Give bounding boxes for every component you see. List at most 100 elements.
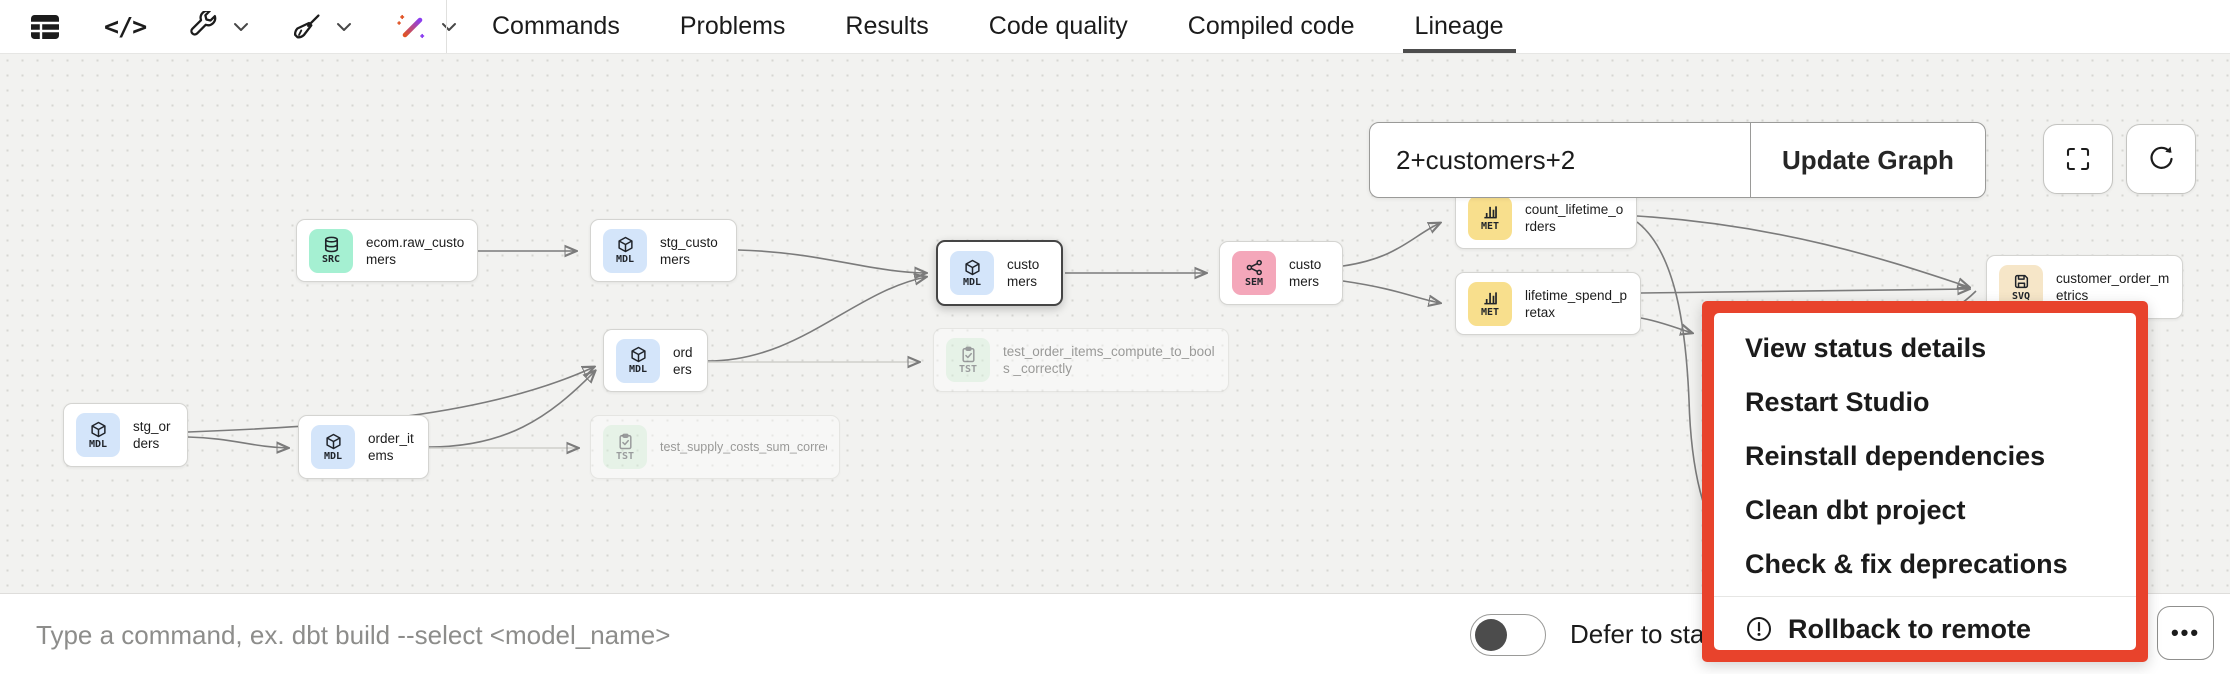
- database-icon: [324, 236, 338, 253]
- command-input[interactable]: [34, 594, 1338, 674]
- model-badge: MDL: [616, 338, 660, 383]
- refresh-button[interactable]: [2126, 124, 2196, 194]
- badge-label: SVQ: [2011, 290, 2031, 302]
- lineage-node-stg-orders[interactable]: MDL stg_orders: [63, 403, 188, 467]
- node-label: lifetime_spend_pretax: [1525, 287, 1628, 320]
- chevron-down-icon: [442, 22, 457, 31]
- lineage-node-orders[interactable]: MDL orders: [603, 329, 708, 392]
- defer-toggle[interactable]: [1470, 614, 1546, 656]
- node-label: test_order_items_compute_to_bools _corre…: [1003, 344, 1215, 376]
- share-nodes-icon: [1246, 259, 1262, 275]
- lineage-node-customers-semantic[interactable]: SEM customers: [1219, 241, 1343, 305]
- ai-assist-button[interactable]: [394, 10, 457, 44]
- tab-code-quality[interactable]: Code quality: [988, 12, 1128, 40]
- chevron-down-icon: [337, 22, 352, 31]
- warning-icon: [1747, 617, 1771, 641]
- bar-chart-icon: [1483, 206, 1497, 219]
- floppy-disk-icon: [2014, 274, 2028, 288]
- defer-toggle-label: Defer to sta: [1570, 618, 1705, 649]
- node-label: stg_customers: [660, 234, 718, 267]
- cube-icon: [630, 346, 646, 363]
- badge-label: MDL: [628, 364, 648, 375]
- badge-label: MDL: [323, 450, 343, 462]
- toolbar-icon-group: </>: [0, 0, 457, 53]
- node-label: count_lifetime_orders: [1525, 201, 1624, 234]
- status-menu-highlight: View status details Restart Studio Reins…: [1702, 301, 2148, 662]
- lineage-node-ecom-raw-customers[interactable]: SRC ecom.raw_customers: [296, 219, 478, 282]
- badge-label: MDL: [962, 276, 982, 288]
- lineage-node-order-items[interactable]: MDL order_items: [298, 415, 429, 479]
- tab-problems[interactable]: Problems: [679, 12, 786, 40]
- model-badge: MDL: [76, 413, 120, 457]
- magic-wand-icon: [397, 14, 425, 38]
- lineage-node-customers-model[interactable]: MDL customers: [936, 240, 1063, 306]
- ellipsis-icon: •••: [2170, 620, 2201, 645]
- badge-label: MET: [1480, 307, 1500, 318]
- badge-label: MDL: [88, 438, 108, 450]
- clipboard-check-icon: [961, 346, 975, 362]
- menu-item-clean-dbt-project[interactable]: Clean dbt project: [1745, 494, 1966, 525]
- model-badge: MDL: [311, 425, 355, 469]
- tab-lineage[interactable]: Lineage: [1402, 0, 1516, 53]
- node-label: stg_orders: [133, 419, 171, 451]
- node-label: customers: [1007, 257, 1040, 289]
- update-graph-button[interactable]: Update Graph: [1750, 123, 1985, 197]
- top-toolbar: </>: [0, 0, 2230, 54]
- lineage-node-test-supply-costs-sum-correctly[interactable]: TST test_supply_costs_sum_correctly: [590, 415, 840, 479]
- panel-tabs: Commands Problems Results Code quality C…: [492, 0, 1516, 53]
- broom-icon: [294, 13, 320, 38]
- menu-divider: [1714, 596, 2136, 597]
- menu-item-label: Rollback to remote: [1788, 613, 2032, 644]
- model-badge: MDL: [603, 228, 647, 273]
- lineage-selector-box: Update Graph: [1369, 122, 1986, 198]
- badge-label: MET: [1480, 221, 1500, 232]
- lineage-node-stg-customers[interactable]: MDL stg_customers: [590, 219, 737, 282]
- cube-icon: [617, 236, 633, 253]
- node-label: orders: [673, 344, 693, 377]
- metric-badge: MET: [1468, 195, 1512, 240]
- menu-item-check-fix-deprecations[interactable]: Check & fix deprecations: [1745, 548, 2068, 579]
- status-menu: View status details Restart Studio Reins…: [1714, 313, 2136, 650]
- lineage-node-test-order-items-compute-to-bools-correctly[interactable]: TST test_order_items_compute_to_bools _c…: [933, 328, 1229, 392]
- tab-compiled-code[interactable]: Compiled code: [1187, 12, 1355, 40]
- code-icon: </>: [104, 12, 147, 41]
- table-button[interactable]: [28, 10, 62, 44]
- chevron-down-icon: [234, 22, 249, 31]
- menu-item-rollback-to-remote[interactable]: Rollback to remote: [1714, 602, 2136, 656]
- model-badge: MDL: [950, 251, 994, 295]
- node-label: ecom.raw_customers: [366, 234, 465, 267]
- tab-commands[interactable]: Commands: [492, 12, 620, 40]
- badge-label: TST: [615, 450, 635, 462]
- toggle-knob: [1475, 618, 1507, 651]
- menu-item-view-status-details[interactable]: View status details: [1745, 332, 1987, 363]
- source-badge: SRC: [309, 228, 353, 273]
- build-tools-button[interactable]: [188, 10, 249, 43]
- node-label: order_items: [368, 431, 414, 463]
- semantic-model-badge: SEM: [1232, 251, 1276, 295]
- code-button[interactable]: </>: [104, 12, 147, 41]
- tab-results[interactable]: Results: [845, 12, 929, 40]
- cube-icon: [964, 259, 980, 275]
- cube-icon: [325, 433, 341, 449]
- clipboard-check-icon: [618, 433, 632, 449]
- table-icon: [31, 14, 59, 39]
- test-badge: TST: [946, 338, 990, 382]
- lineage-node-lifetime-spend-pretax[interactable]: MET lifetime_spend_pretax: [1455, 272, 1641, 335]
- badge-label: SEM: [1244, 276, 1264, 288]
- node-label: customers: [1289, 257, 1322, 289]
- more-options-button[interactable]: •••: [2157, 606, 2214, 660]
- lineage-selector-input[interactable]: [1370, 123, 1750, 197]
- clean-tools-button[interactable]: [291, 11, 352, 43]
- node-label: customer_order_metrics: [2056, 271, 2170, 303]
- toolbar-divider: [446, 0, 447, 53]
- badge-label: TST: [958, 363, 978, 375]
- metric-badge: MET: [1468, 281, 1512, 326]
- fullscreen-button[interactable]: [2043, 124, 2113, 194]
- bar-chart-icon: [1483, 292, 1497, 305]
- menu-item-restart-studio[interactable]: Restart Studio: [1745, 386, 1930, 417]
- test-badge: TST: [603, 425, 647, 469]
- node-label: test_supply_costs_sum_correctly: [660, 439, 827, 454]
- menu-item-reinstall-dependencies[interactable]: Reinstall dependencies: [1745, 440, 2046, 471]
- fullscreen-icon: [2066, 147, 2090, 171]
